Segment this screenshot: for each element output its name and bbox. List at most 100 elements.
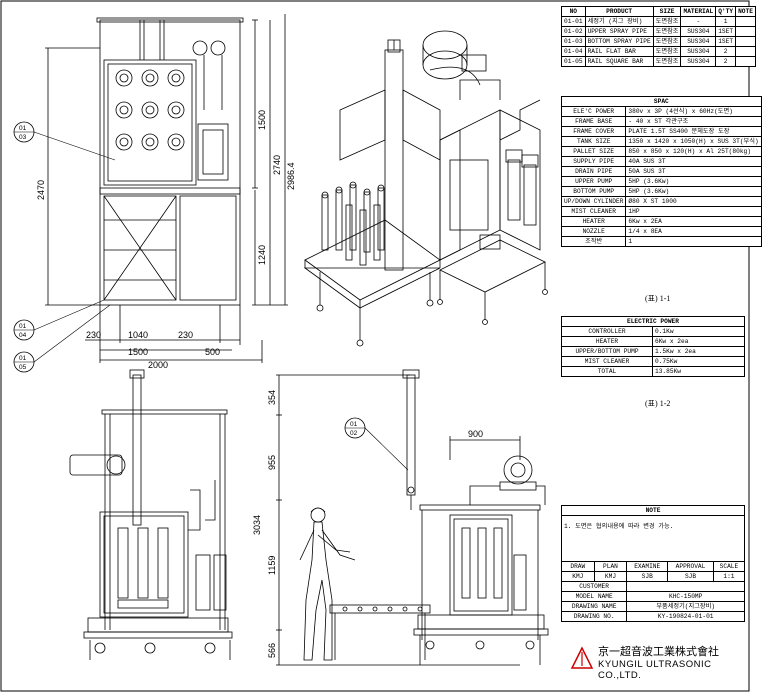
bom-cell: SUS304 [680, 26, 717, 37]
dim-230-left: 230 [86, 330, 101, 340]
spec-value: 850 x 850 x 120(H) x Al 25T(80kg) [625, 146, 762, 157]
bom-cell: 2 [715, 46, 737, 57]
spec-row: FRAME BASE- 40 x ST 각관구조 [560, 116, 762, 127]
bom-header: MATERIAL [680, 6, 717, 17]
dim-900: 900 [468, 429, 483, 439]
bom-cell [735, 36, 756, 47]
bom-header-row: NO PRODUCT SIZE MATERIAL Q'TY NOTE [561, 6, 756, 17]
bom-header: NOTE [735, 6, 756, 17]
tb-field: 부품세정기(지그장비) [626, 601, 745, 612]
power-label: UPPER/BOTTOM PUMP [561, 346, 653, 357]
bom-header: Q'TY [715, 6, 737, 17]
dim-1040: 1040 [128, 330, 148, 340]
dim-2740: 2740 [272, 155, 282, 175]
spec-value: 1 [625, 236, 762, 247]
operator-elevation-view [276, 369, 549, 666]
svg-text:03: 03 [19, 134, 27, 141]
bom-cell: BOTTOM SPRAY PIPE [584, 36, 654, 47]
spec-value: 50A SUS 3T [625, 166, 762, 177]
isometric-view [303, 30, 548, 347]
spec-label: ELE'C POWER [560, 106, 627, 117]
spec-value: PLATE 1.5T SS400 분체도장 도장 [625, 126, 762, 137]
dim-354: 354 [267, 390, 277, 405]
tb-header: SCALE [712, 561, 746, 572]
dim-2470: 2470 [36, 180, 46, 200]
bill-of-materials-table: NO PRODUCT SIZE MATERIAL Q'TY NOTE 01-01… [561, 6, 756, 67]
bom-cell: 도면참조 [652, 26, 682, 37]
spec-label: TANK SIZE [560, 136, 627, 147]
bom-header: NO [561, 6, 586, 17]
bom-cell: 도면참조 [652, 36, 682, 47]
spec-label: FRAME BASE [560, 116, 627, 127]
bom-cell: SUS304 [680, 56, 717, 67]
bom-cell: - [680, 16, 717, 27]
svg-text:01: 01 [350, 421, 358, 428]
bom-cell: 2 [715, 56, 737, 67]
tb-field: KHC-150MP [626, 591, 745, 602]
bom-cell: RAIL SQUARE BAR [584, 56, 654, 67]
spec-label: FRAME COVER [560, 126, 627, 137]
spec-value: 5HP (3.6Kw) [625, 186, 762, 197]
spec-label: UP/DOWN CYLINDER [560, 196, 627, 207]
power-value: 0.75Kw [652, 356, 745, 367]
dim-1159: 1159 [267, 556, 277, 575]
tb-row: DRAWING NO.KY-190824-01-01 [560, 611, 745, 622]
dim-1500-vertical: 1500 [257, 110, 267, 130]
bom-cell: 1 [715, 16, 737, 27]
power-label: CONTROLLER [561, 326, 653, 337]
bom-cell: 01-01 [561, 16, 586, 27]
spec-label: BOTTOM PUMP [560, 186, 627, 197]
tb-field: KY-190824-01-01 [626, 611, 745, 622]
svg-text:01: 01 [19, 125, 27, 132]
spec-label: SUPPLY PIPE [560, 156, 627, 167]
bom-cell [735, 56, 756, 67]
tb-label: CUSTOMER [560, 581, 628, 592]
dim-230-right: 230 [178, 330, 193, 340]
power-label: TOTAL [561, 366, 653, 377]
dim-2986: 2986.4 [286, 162, 296, 190]
spec-value: Ø80 X ST 1000 [625, 196, 762, 207]
spec-value: 1350 x 1420 x 1050(H) x SUS 3T(부식) [625, 136, 762, 147]
bom-cell: 1SET [715, 26, 737, 37]
spec-value: 5HP (3.6Kw) [625, 176, 762, 187]
balloon-01-02: 01 02 [344, 417, 409, 471]
power-value: 6Kw x 2ea [652, 336, 745, 347]
power-value: 13.85Kw [652, 366, 745, 377]
tb-value: SJB [626, 571, 669, 582]
spec-label: PALLET SIZE [560, 146, 627, 157]
front-elevation-view [45, 14, 288, 363]
power-title: ELECTRIC POWER [561, 316, 745, 327]
dim-3034: 3034 [252, 515, 262, 535]
balloon-01-05: 01 05 [13, 304, 111, 373]
spec-label: HEATER [560, 216, 627, 227]
tb-header: PLAN [593, 561, 628, 572]
spec-label: DRAIN PIPE [560, 166, 627, 177]
dim-2000: 2000 [148, 360, 168, 370]
balloon-01-03: 01 03 [13, 121, 116, 161]
note-title: NOTE [561, 505, 745, 516]
bom-cell [735, 16, 756, 27]
tb-label: DRAWING NO. [560, 611, 628, 622]
tb-field [626, 581, 745, 592]
tb-value: KMJ [593, 571, 628, 582]
spec-value: 6Kw x 2EA [625, 216, 762, 227]
tb-label: DRAWING NAME [560, 601, 628, 612]
dim-1500-horizontal: 1500 [128, 347, 148, 357]
bom-cell: 01-03 [561, 36, 586, 47]
note-text: 1. 도면은 협의내용에 따라 변경 가능. [561, 515, 745, 563]
